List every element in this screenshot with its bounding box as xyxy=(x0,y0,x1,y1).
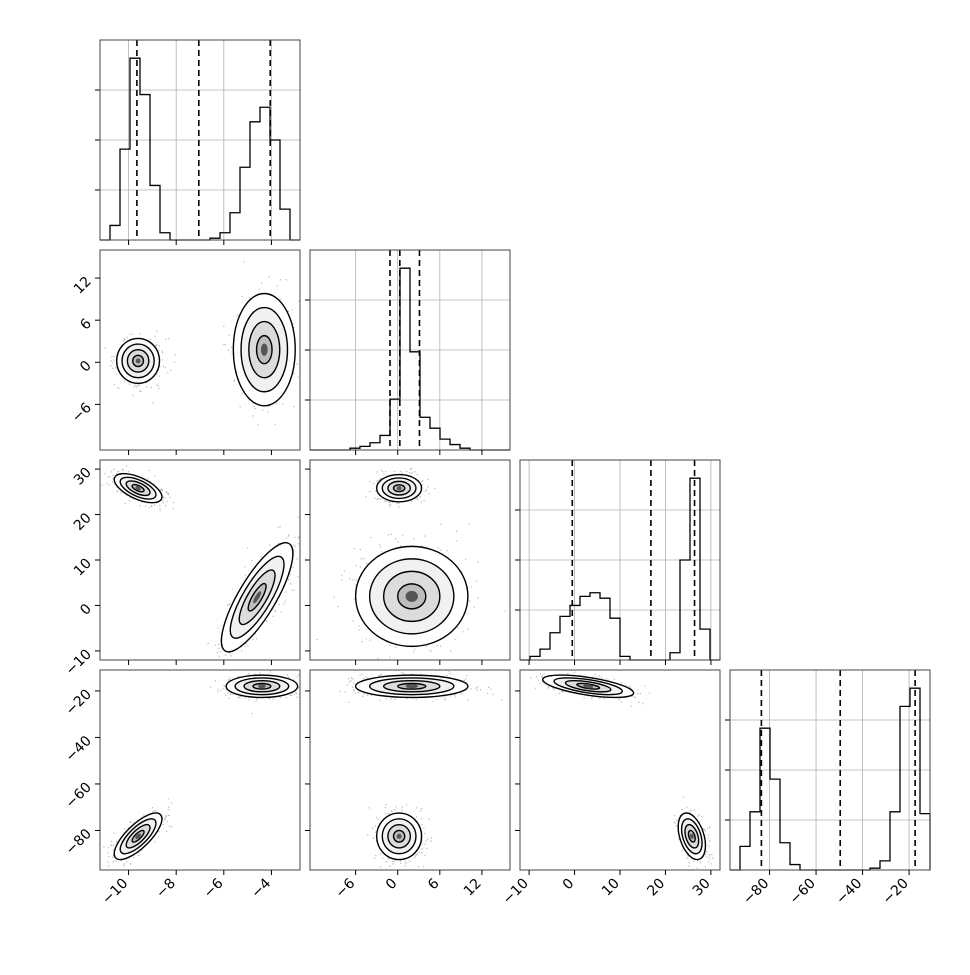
joint-panel-1-2 xyxy=(305,459,511,665)
x-tick-label: −80 xyxy=(740,876,772,908)
panel-frame xyxy=(309,669,511,871)
density-peak xyxy=(135,833,141,840)
histogram-panel-2 xyxy=(515,459,721,665)
density-peak xyxy=(405,590,418,602)
panel-frame xyxy=(99,39,301,241)
density-peak xyxy=(396,486,402,491)
y-tick-label: −20 xyxy=(63,686,95,718)
density-peak xyxy=(253,591,262,604)
density-peak xyxy=(135,358,141,364)
density-peak xyxy=(260,343,268,356)
y-tick-label: 0 xyxy=(77,358,95,376)
density-peak xyxy=(257,684,266,689)
y-tick-label: 10 xyxy=(71,556,95,580)
y-tick-label: −6 xyxy=(69,400,95,426)
y-tick-label: −80 xyxy=(63,826,95,858)
panel-frame xyxy=(729,669,931,871)
x-tick-label: 0 xyxy=(383,876,401,894)
density-peak xyxy=(135,486,141,491)
x-tick-label: −10 xyxy=(500,876,532,908)
joint-panel-0-2: −10 0 10 20 30 xyxy=(63,459,301,679)
y-tick-label: 30 xyxy=(71,465,95,489)
x-tick-label: 10 xyxy=(599,876,623,900)
x-tick-label: −6 xyxy=(201,875,227,901)
x-tick-label: 20 xyxy=(644,876,668,900)
joint-panel-2-3: −10 0 10 20 30 xyxy=(500,669,721,908)
x-tick-label: −8 xyxy=(153,876,179,902)
x-tick-label: −60 xyxy=(787,876,819,908)
density-peak xyxy=(405,684,418,689)
y-tick-label: 20 xyxy=(71,510,95,534)
histogram-panel-3: −80 −60 −40 −20 xyxy=(725,669,931,908)
y-tick-label: 12 xyxy=(71,274,95,298)
panel-frame xyxy=(99,669,301,871)
histogram-step-line xyxy=(310,267,510,451)
joint-panel-1-3: −6 0 6 12 xyxy=(305,669,511,901)
x-tick-label: 6 xyxy=(425,875,443,893)
histogram-step-line xyxy=(730,687,931,871)
sample-points xyxy=(209,671,300,715)
panel-frame xyxy=(309,249,511,451)
joint-panel-0-3: −10 −8 −6 −4 −80 −60 −40 −20 xyxy=(63,669,301,908)
density-peak xyxy=(583,684,594,689)
x-tick-label: −10 xyxy=(99,876,131,908)
joint-panel-0-1: −6 0 6 12 xyxy=(69,249,301,455)
histogram-panel-0 xyxy=(95,39,301,245)
x-tick-label: 0 xyxy=(560,876,578,894)
panel-frame xyxy=(99,249,301,451)
x-tick-label: −40 xyxy=(833,876,865,908)
y-tick-label: −10 xyxy=(63,646,95,678)
density-peak xyxy=(689,833,694,839)
x-tick-label: 12 xyxy=(461,876,485,900)
y-tick-label: 0 xyxy=(77,601,95,619)
y-tick-label: 6 xyxy=(77,316,95,334)
histogram-step-line xyxy=(520,477,720,661)
x-tick-label: −6 xyxy=(333,875,359,901)
x-tick-label: −20 xyxy=(880,876,912,908)
histogram-panel-1 xyxy=(305,249,511,455)
y-tick-label: −40 xyxy=(63,733,95,765)
y-tick-label: −60 xyxy=(63,779,95,811)
x-tick-label: 30 xyxy=(690,876,714,900)
density-peak xyxy=(396,833,402,839)
x-tick-label: −4 xyxy=(248,875,274,901)
